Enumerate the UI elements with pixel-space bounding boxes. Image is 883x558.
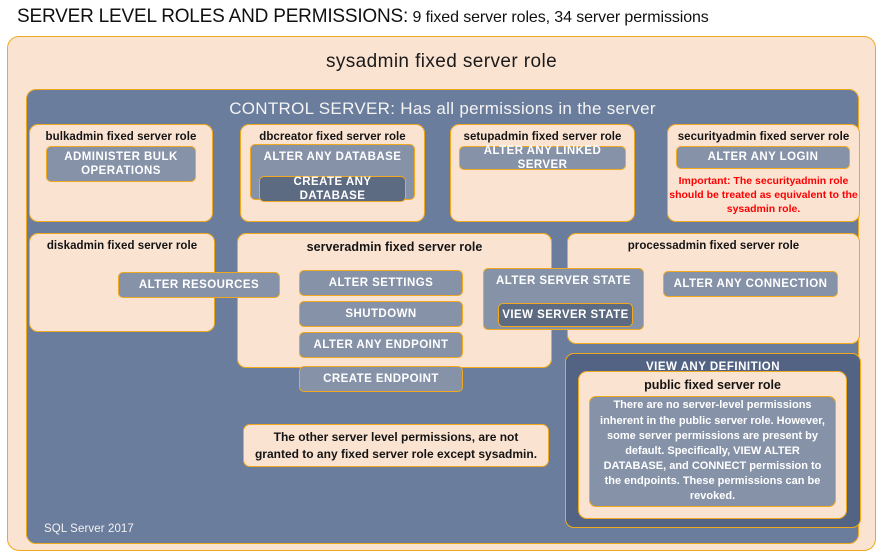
role-card-securityadmin: securityadmin fixed server role [667, 124, 860, 222]
permission-create-endpoint[interactable]: CREATE ENDPOINT [299, 366, 463, 392]
role-card-setupadmin: setupadmin fixed server role [450, 124, 635, 222]
permission-alter-any-login[interactable]: ALTER ANY LOGIN [676, 146, 850, 169]
permission-alter-any-database-label: ALTER ANY DATABASE [263, 151, 402, 163]
permission-create-any-database[interactable]: CREATE ANY DATABASE [259, 176, 406, 202]
securityadmin-warning-text: Important: The securityadmin role should… [669, 175, 858, 216]
sysadmin-role-label: sysadmin fixed server role [325, 51, 558, 72]
page-title-sub: 9 fixed server roles, 34 server permissi… [408, 9, 709, 26]
role-title-securityadmin: securityadmin fixed server role [677, 131, 850, 143]
sql-server-version-label: SQL Server 2017 [44, 523, 134, 535]
role-title-bulkadmin: bulkadmin fixed server role [45, 131, 197, 143]
permission-alter-server-state-label: ALTER SERVER STATE [495, 275, 632, 287]
permission-administer-bulk-operations[interactable]: ADMINISTER BULK OPERATIONS [46, 146, 196, 182]
permission-alter-any-linked-server[interactable]: ALTER ANY LINKED SERVER [459, 145, 626, 171]
role-title-serveradmin: serveradmin fixed server role [306, 240, 483, 254]
role-title-public: public fixed server role [644, 378, 781, 392]
permission-alter-any-endpoint[interactable]: ALTER ANY ENDPOINT [299, 332, 463, 358]
role-title-processadmin: processadmin fixed server role [627, 240, 800, 252]
role-title-diskadmin: diskadmin fixed server role [46, 240, 198, 252]
role-title-dbcreator: dbcreator fixed server role [259, 131, 406, 143]
control-server-label: CONTROL SERVER: Has all permissions in t… [229, 99, 656, 118]
note-other-permissions: The other server level permissions, are … [243, 424, 549, 467]
permission-alter-any-connection[interactable]: ALTER ANY CONNECTION [663, 271, 838, 297]
role-title-setupadmin: setupadmin fixed server role [463, 131, 622, 143]
page-title-main: SERVER LEVEL ROLES AND PERMISSIONS: [17, 6, 409, 27]
permission-view-server-state[interactable]: VIEW SERVER STATE [498, 303, 633, 327]
permission-view-any-definition[interactable]: VIEW ANY DEFINITION [645, 361, 781, 373]
permission-shutdown[interactable]: SHUTDOWN [299, 301, 463, 327]
public-role-description: There are no server-level permissions in… [589, 396, 836, 507]
permission-alter-settings[interactable]: ALTER SETTINGS [299, 270, 463, 296]
permission-alter-resources[interactable]: ALTER RESOURCES [118, 272, 280, 298]
page-title: SERVER LEVEL ROLES AND PERMISSIONS: 9 fi… [17, 6, 877, 32]
